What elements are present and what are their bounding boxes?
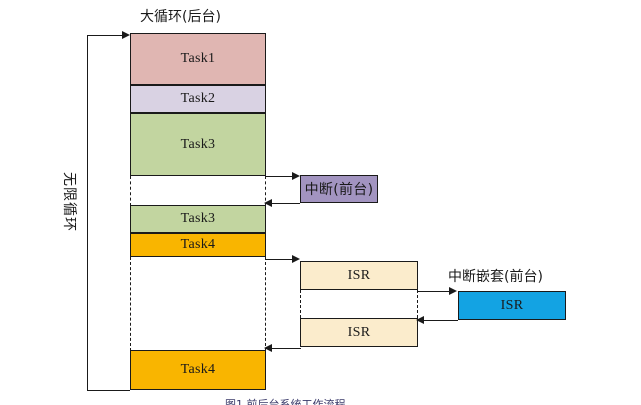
nested-isr-return-arrowhead <box>416 315 424 324</box>
isr-right-lifeline <box>417 290 418 318</box>
isr-left-lifeline <box>300 290 301 318</box>
nested-interrupt-title: 中断嵌套(前台) <box>448 269 543 285</box>
task-block-task1: Task1 <box>130 33 266 85</box>
nested-isr-box: ISR <box>458 291 566 320</box>
task-block-task3-resumed: Task3 <box>130 205 266 233</box>
loop-bracket-top-line <box>87 35 124 36</box>
nested-isr-return-line <box>420 320 458 321</box>
loop-bracket-top-arrowhead <box>122 30 130 39</box>
nested-isr-enter-line <box>418 291 452 292</box>
background-left-lifeline-1 <box>130 176 131 206</box>
interrupt-return-line <box>268 203 300 204</box>
isr-enter-arrowhead <box>292 254 300 263</box>
loop-bracket-bottom-line <box>87 390 130 391</box>
loop-bracket-vertical-line <box>87 35 88 391</box>
infinite-loop-label: 无限循环 <box>61 172 77 232</box>
interrupt-return-arrowhead <box>264 198 272 207</box>
background-right-lifeline-2 <box>265 257 266 351</box>
nested-isr-enter-arrowhead <box>449 286 457 295</box>
isr-box-2: ISR <box>300 318 418 347</box>
isr-return-arrowhead <box>264 343 272 352</box>
task-block-task3: Task3 <box>130 113 266 176</box>
interrupt-enter-arrowhead <box>292 171 300 180</box>
background-right-lifeline-1 <box>265 176 266 206</box>
interrupt-enter-line <box>266 176 295 177</box>
task-block-task4: Task4 <box>130 233 266 257</box>
background-loop-title: 大循环(后台) <box>140 9 221 25</box>
isr-return-line <box>268 348 301 349</box>
isr-enter-line <box>266 259 295 260</box>
interrupt-box: 中断(前台) <box>300 175 378 203</box>
task-block-task4-resumed: Task4 <box>130 350 266 390</box>
figure-caption: 图1 前后台系统工作流程 <box>225 398 346 405</box>
task-block-task2: Task2 <box>130 85 266 113</box>
background-left-lifeline-2 <box>130 257 131 351</box>
isr-box-1: ISR <box>300 261 418 290</box>
